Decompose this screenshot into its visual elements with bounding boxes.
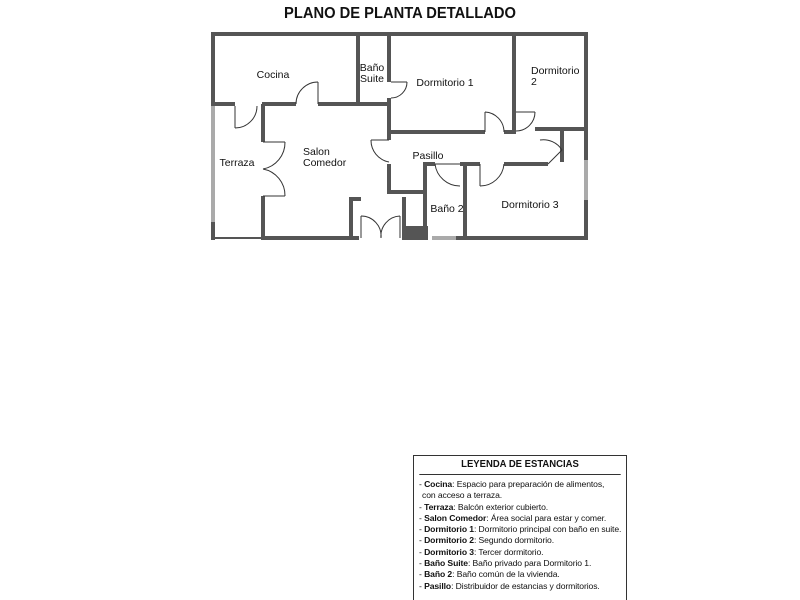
legend-item-name: Pasillo <box>424 580 452 591</box>
legend-item: - Salon Comedor: Área social para estar … <box>419 512 607 523</box>
wall-dorm1-bottom-a <box>389 130 485 134</box>
legend-item-sep: : <box>473 524 477 535</box>
wall-dorm1-bottom-b <box>504 130 516 134</box>
wall-entry-top <box>349 197 361 201</box>
wall-hall-bottom <box>387 190 423 194</box>
legend-item-name: Dormitorio 2 <box>424 535 474 546</box>
doors <box>234 81 563 239</box>
wall-west-kitchen <box>211 32 215 104</box>
room-label-bano-2: Baño 2 <box>430 203 463 215</box>
wall-entry-left <box>349 197 353 240</box>
legend-item: - Baño 2: Baño común de la vivienda. <box>419 569 560 580</box>
legend-item: - Dormitorio 1: Dormitorio principal con… <box>419 524 622 535</box>
wall-south-mid <box>402 226 428 240</box>
legend-item-desc: Tercer dormitorio. <box>476 546 544 557</box>
wall-east-bottom <box>584 200 588 240</box>
legend-item-sep: : <box>486 512 489 523</box>
legend-item-name: Salon Comedor <box>424 512 487 523</box>
legend-item-name: Baño 2 <box>424 569 453 580</box>
legend-item-desc: Dormitorio principal con baño en suite. <box>476 524 622 535</box>
wall-south-east <box>456 236 588 240</box>
wall-kitchen-bath <box>356 32 360 106</box>
legend-item-desc: Baño privado para Dormitorio 1. <box>470 558 592 569</box>
wall-hall-east <box>560 130 564 162</box>
legend-title: LEYENDA DE ESTANCIAS <box>419 456 621 475</box>
legend-item-desc: Área social para estar y comer. <box>488 512 607 523</box>
wall-salon-east-a <box>387 104 391 140</box>
walls <box>211 32 588 240</box>
wall-hall-lower-c <box>504 162 548 166</box>
legend-item-sep: : <box>452 569 455 580</box>
wall-kitchen-bottom-a <box>211 102 235 106</box>
wall-salon-west-a <box>261 104 265 142</box>
wall-east-top <box>584 32 588 157</box>
legend-item-desc: Distribuidor de estancias y dormitorios. <box>453 580 600 591</box>
wall-bath-dorm1 <box>387 32 391 82</box>
room-label-bano-suite-2: Suite <box>360 73 384 85</box>
legend-item-sep: : <box>453 501 456 512</box>
legend-item-sep: : <box>452 479 455 489</box>
wall-bath-dorm1-b <box>387 98 391 106</box>
legend-items: - Cocina: Espacio para preparación de al… <box>414 475 626 592</box>
room-label-cocina: Cocina <box>257 69 290 81</box>
wall-dorm3-east <box>584 130 588 160</box>
room-label-dormitorio-2-b: 2 <box>531 76 537 88</box>
legend-item-desc: Balcón exterior cubierto. <box>455 501 549 512</box>
wall-south-terraza <box>211 237 261 239</box>
legend-item-sep: : <box>467 558 471 569</box>
legend-item: - Terraza: Balcón exterior cubierto. <box>419 501 549 512</box>
page-title: PLANO DE PLANTA DETALLADO <box>284 5 516 22</box>
legend-item-continuation: con acceso a terraza. <box>422 490 503 501</box>
room-label-pasillo: Pasillo <box>413 150 444 162</box>
legend-item-name: Baño Suite <box>424 558 468 569</box>
room-label-comedor: Comedor <box>303 157 347 169</box>
room-label-dormitorio-1: Dormitorio 1 <box>416 77 473 89</box>
legend-item-desc: Baño común de la vivienda. <box>454 569 560 580</box>
legend-item-desc: Espacio para preparación de alimentos, <box>454 479 605 489</box>
wall-hall-lower-b <box>460 162 480 166</box>
wall-kitchen-bottom-c <box>318 102 390 106</box>
legend-item: - Dormitorio 3: Tercer dormitorio. <box>419 546 544 557</box>
wall-salon-west-b <box>261 196 265 240</box>
wall-west-terraza-base <box>211 222 215 240</box>
legend-item-desc: Segundo dormitorio. <box>476 535 555 546</box>
legend-item-sep: : <box>451 580 454 591</box>
windows <box>211 32 588 240</box>
wall-bath2-east <box>463 162 467 240</box>
wall-bath2-west <box>423 162 427 240</box>
wall-dorm1-dorm2 <box>512 32 516 134</box>
legend-box: LEYENDA DE ESTANCIAS - Cocina: Espacio p… <box>413 455 627 600</box>
wall-salon-east-b <box>387 164 391 194</box>
room-label-terraza: Terraza <box>219 157 254 169</box>
wall-kitchen-bottom-b <box>262 102 296 106</box>
legend-item: - Cocina: Espacio para preparación de al… <box>419 479 605 489</box>
room-label-bano-suite-1: Baño <box>360 62 385 74</box>
room-label-salon: Salon <box>303 146 330 158</box>
legend-item: - Baño Suite: Baño privado para Dormitor… <box>419 558 592 569</box>
legend-item: - Dormitorio 2: Segundo dormitorio. <box>419 535 555 546</box>
legend-item-name: Cocina <box>424 479 453 489</box>
legend-item-name: Terraza <box>424 501 454 512</box>
wall-south-salon <box>261 236 359 240</box>
legend-item-name: Dormitorio 3 <box>424 546 474 557</box>
wall-north <box>211 32 588 36</box>
room-label-dormitorio-3: Dormitorio 3 <box>501 199 558 211</box>
wall-hall-lower-a <box>423 162 435 166</box>
legend-item: - Pasillo: Distribuidor de estancias y d… <box>419 580 600 591</box>
wall-entry-right <box>402 197 406 240</box>
legend-item-name: Dormitorio 1 <box>424 524 474 535</box>
legend-item-sep: : <box>473 535 477 546</box>
room-label-dormitorio-2-a: Dormitorio <box>531 65 580 77</box>
legend-item-sep: : <box>473 546 477 557</box>
wall-dorm2-bottom <box>535 127 588 131</box>
